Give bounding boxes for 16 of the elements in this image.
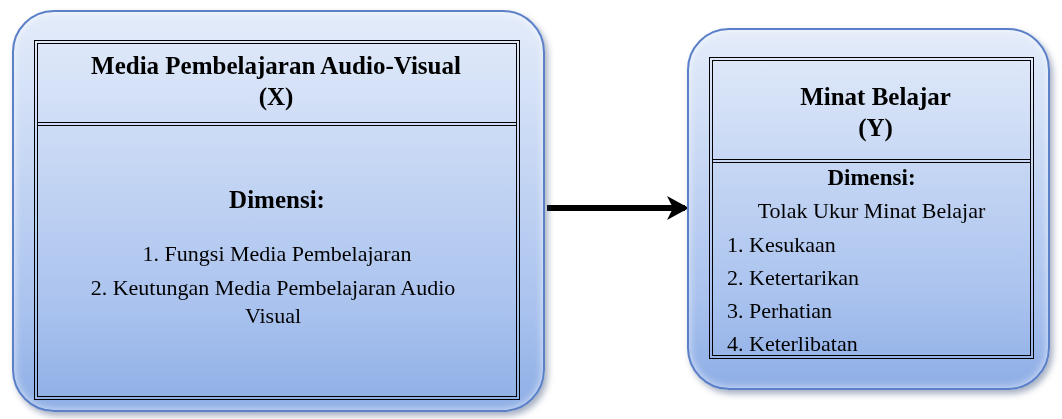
framed-box [709,57,1034,359]
framed-box [34,40,520,400]
rounded-panel [12,10,545,412]
list-item: Tolak Ukur Minat Belajar [756,197,987,225]
list-item: 2. Keutungan Media Pembelajaran Audio Visual [89,274,457,329]
section-label: Dimensi: [826,164,917,192]
list-item: 2. Ketertarikan [727,264,860,292]
box-heading: Minat Belajar (Y) [799,82,952,144]
list-item: 4. Keterlibatan [727,330,859,358]
rounded-panel [687,28,1050,390]
section-label: Dimensi: [228,185,326,215]
box-heading: Media Pembelajaran Audio-Visual (X) [90,51,462,113]
list-item: 1. Kesukaan [727,231,837,259]
arrow [547,196,689,220]
list-item: 3. Perhatian [727,297,834,325]
list-item: 1. Fungsi Media Pembelajaran [141,240,413,268]
